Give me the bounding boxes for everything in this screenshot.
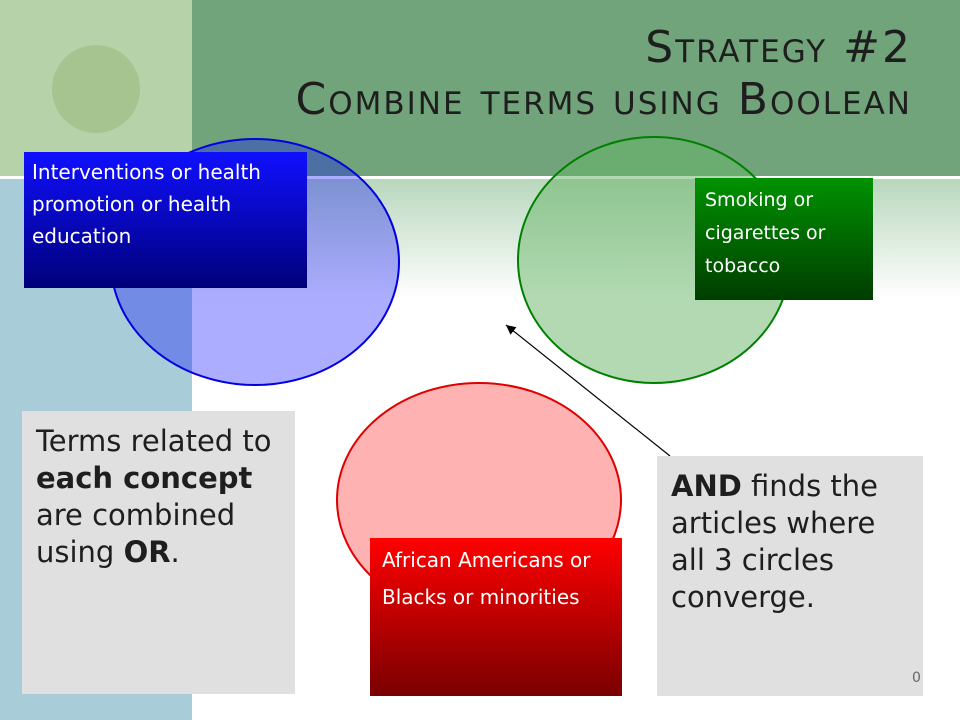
title-line-1: Strategy #2	[645, 22, 912, 73]
convergence-arrow	[505, 324, 671, 457]
note-or-text-3: .	[170, 535, 180, 569]
note-or-text-1: Terms related to	[36, 424, 272, 458]
decorative-circle	[52, 45, 140, 133]
note-or-bold-1: each concept	[36, 461, 253, 495]
title-band	[192, 0, 960, 178]
title-line-2: Combine terms using Boolean	[295, 74, 912, 125]
note-and-explanation: AND finds the articles where all 3 circl…	[657, 456, 923, 696]
concept-box-interventions: Interventions or health promotion or hea…	[24, 152, 307, 288]
concept-box-african-americans: African Americans or Blacks or minoritie…	[370, 538, 622, 696]
page-number: 0	[912, 670, 921, 686]
concept-box-smoking: Smoking or cigarettes or tobacco	[695, 178, 873, 300]
title-divider-line	[0, 176, 960, 179]
slide-title: Strategy #2 Combine terms using Boolean	[296, 22, 912, 126]
note-and-bold: AND	[671, 469, 742, 503]
note-or-explanation: Terms related to each concept are combin…	[22, 411, 295, 694]
note-or-bold-2: OR	[123, 535, 171, 569]
note-or-text-2: are combined using	[36, 498, 236, 569]
note-and-text: finds the articles where all 3 circles c…	[671, 469, 878, 614]
